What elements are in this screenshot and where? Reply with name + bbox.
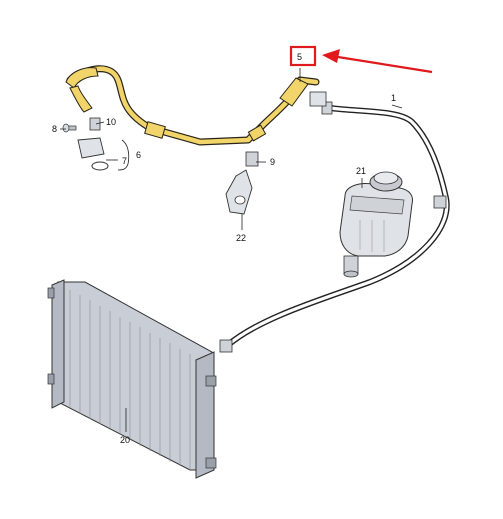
callout-1: 1: [391, 93, 396, 103]
leader-lines: [60, 68, 403, 432]
sensor-fitting: [225, 151, 259, 215]
callout-9: 9: [270, 157, 275, 167]
callout-20: 20: [120, 435, 130, 445]
callout-6: 6: [136, 150, 141, 160]
expansion-tank: [339, 171, 413, 278]
flange-assembly: [62, 117, 109, 171]
highlight-box: [289, 45, 317, 67]
callout-5: 5: [297, 52, 302, 62]
callout-8: 8: [52, 124, 57, 134]
callout-7: 7: [122, 156, 127, 166]
callout-22: 22: [236, 233, 246, 243]
coolant-hose: [219, 101, 450, 353]
callout-21: 21: [356, 166, 366, 176]
red-arrow: [322, 49, 433, 74]
coolant-pipe: [65, 65, 327, 146]
radiator: [47, 279, 217, 479]
callout-10: 10: [106, 117, 116, 127]
